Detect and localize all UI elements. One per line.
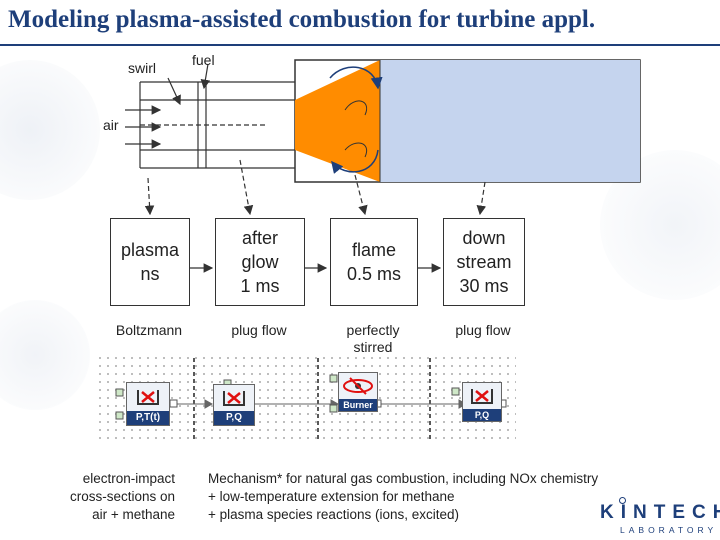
zone-pointers — [144, 159, 487, 216]
burner-icon — [343, 377, 373, 395]
fuel-pointer — [200, 63, 211, 90]
mechanism-line: Mechanism* for natural gas combustion, i… — [208, 471, 599, 486]
reactor-block-label: P,Q — [214, 411, 254, 425]
mechanism-note: Mechanism* for natural gas combustion, i… — [208, 470, 598, 524]
reactor-block-burner[interactable]: Burner — [338, 372, 378, 412]
model-label: plug flow — [455, 322, 511, 338]
stage-box-flame: flame 0.5 ms — [330, 218, 418, 306]
reactor-block-afterglow[interactable]: P,Q — [213, 384, 255, 426]
reactor-block-label: P,Q — [463, 409, 501, 421]
reactor-block-label: Burner — [339, 399, 377, 411]
reactor-icon — [471, 389, 493, 404]
air-label: air — [103, 117, 119, 133]
background-orb — [0, 300, 90, 410]
slide-title: Modeling plasma-assisted combustion for … — [8, 6, 596, 33]
reactor-block-label: P,T(t) — [127, 411, 169, 425]
model-label: perfectly stirred — [346, 322, 400, 355]
stage-label: flame 0.5 ms — [346, 240, 402, 284]
recirculation-loop-top — [344, 100, 368, 116]
mechanism-line: + plasma species reactions (ions, excite… — [208, 507, 459, 522]
stage-label: plasma ns — [120, 240, 180, 284]
model-label: plug flow — [231, 322, 287, 338]
stage-box-downstream: down stream 30 ms — [443, 218, 525, 306]
reactor-block-plasma[interactable]: P,T(t) — [126, 382, 170, 426]
injector-duct — [139, 81, 295, 169]
recirculation-arrow-bottom — [331, 149, 379, 174]
flame-zone — [295, 60, 380, 182]
title-underline — [0, 44, 720, 46]
stage-box-plasma: plasma ns — [110, 218, 190, 306]
reactor-icon — [137, 390, 159, 405]
swirl-label: swirl — [128, 60, 156, 76]
cross-section-note: electron-impact cross-sections on air + … — [69, 471, 175, 522]
downstream-zone — [380, 60, 640, 182]
recirculation-arrow-top — [329, 66, 383, 90]
kintech-logo-subtitle: LABORATORY — [620, 525, 718, 535]
stage-box-afterglow: after glow 1 ms — [215, 218, 305, 306]
stage-label: after glow 1 ms — [240, 228, 280, 296]
reactor-icon — [223, 391, 245, 406]
kintech-logo: KINTECH — [600, 502, 720, 523]
model-label: Boltzmann — [115, 322, 183, 338]
stage-label: down stream 30 ms — [456, 228, 512, 296]
logo-dot — [619, 497, 626, 504]
recirculation-loop-bottom — [344, 142, 368, 158]
swirl-pointer — [167, 77, 181, 106]
fuel-label: fuel — [192, 52, 215, 68]
reactor-block-downstream[interactable]: P,Q — [462, 382, 502, 422]
air-arrows — [125, 105, 162, 149]
mechanism-line: + low-temperature extension for methane — [208, 489, 455, 504]
